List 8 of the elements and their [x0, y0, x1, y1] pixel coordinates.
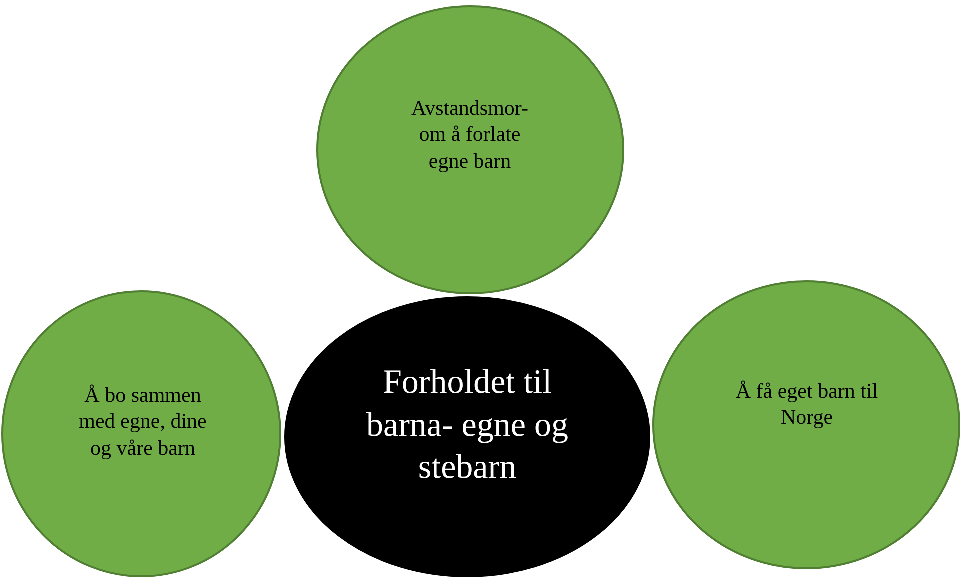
circle-label: Å bo sammen med egne, dine og våre barn — [78, 382, 208, 461]
center-title: Forholdet til barna- egne og stebarn — [365, 363, 570, 488]
circle-label: Å få eget barn til Norge — [734, 378, 880, 430]
topic-circle — [652, 280, 961, 570]
topic-circle — [316, 5, 625, 295]
circle-label: Avstandsmor- om å forlate egne barn — [410, 95, 530, 174]
topic-circle — [1, 290, 282, 578]
central-ellipse — [284, 296, 651, 578]
